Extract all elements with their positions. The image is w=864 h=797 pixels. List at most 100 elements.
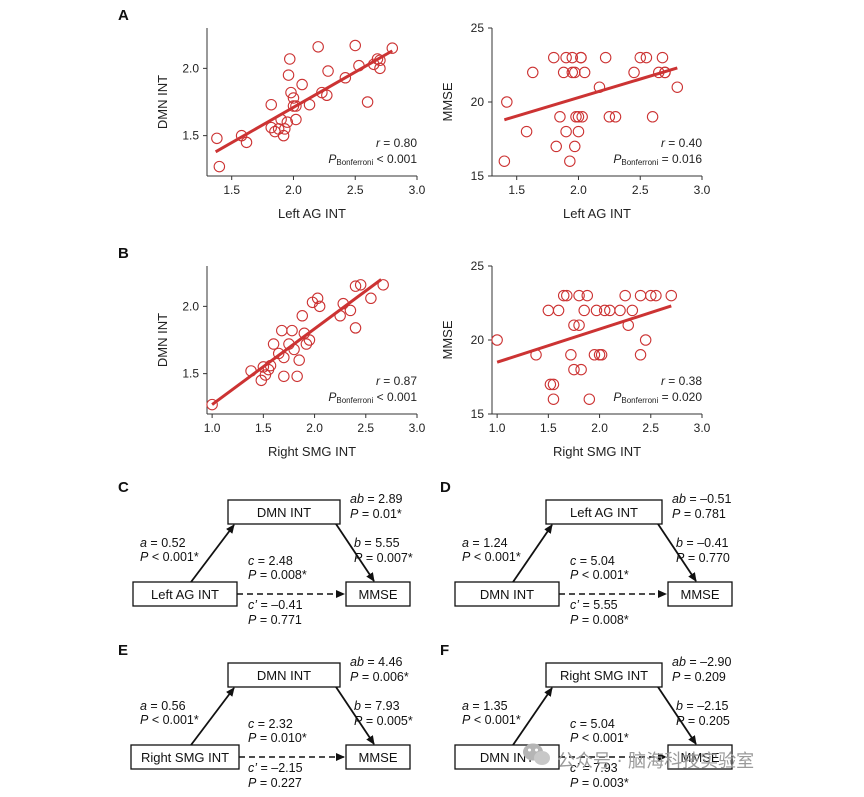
x-axis-title: Left AG INT (278, 206, 346, 221)
ab-coef: ab = 4.46 (350, 655, 403, 669)
data-point (554, 111, 566, 123)
a-coef-symbol: a (462, 536, 469, 550)
data-point (570, 111, 582, 123)
c-pvalue-symbol: P (248, 568, 257, 582)
stat-r-symbol: r (376, 374, 381, 388)
data-point (520, 125, 533, 138)
data-point (552, 304, 565, 317)
cprime-coef-value: = –2.15 (257, 761, 303, 775)
stat-p-symbol: P (328, 152, 336, 166)
stat-p-value: < 0.001 (373, 390, 417, 404)
x-tick-label: 2.5 (632, 183, 649, 197)
predictor-box (130, 744, 240, 770)
data-point (646, 111, 659, 123)
data-point (361, 96, 374, 108)
b-pvalue: P = 0.205 (676, 714, 730, 728)
data-point (501, 96, 513, 108)
data-point (285, 86, 297, 99)
data-point (284, 53, 296, 65)
data-point (573, 319, 585, 331)
c-pvalue: P = 0.008* (248, 568, 307, 582)
a-pvalue-symbol: P (462, 713, 471, 727)
data-point (598, 304, 611, 317)
data-point (287, 92, 300, 104)
data-point (281, 116, 294, 128)
data-point (588, 349, 601, 361)
data-point (547, 378, 560, 391)
stat-p-value: < 0.001 (373, 152, 417, 166)
data-point (277, 129, 290, 142)
b-coef-symbol: b (354, 536, 361, 550)
outcome-box-label: MMSE (681, 750, 720, 765)
path-a-arrow (512, 524, 553, 583)
cprime-pvalue-symbol: P (570, 613, 579, 627)
stat-p-value: = 0.016 (658, 152, 702, 166)
data-point (573, 289, 585, 302)
data-point (282, 69, 295, 81)
panel-letter-e: E (118, 642, 128, 659)
stat-p-label: PBonferroni < 0.001 (328, 390, 417, 405)
predictor-box-label: Right SMG INT (141, 750, 229, 765)
a-pvalue-value: < 0.001* (148, 713, 199, 727)
y-axis-title: MMSE (440, 320, 455, 359)
cprime-coef-symbol: c’ (570, 598, 579, 612)
x-tick-label: 2.0 (306, 421, 323, 435)
data-point (303, 334, 316, 346)
mediator-box (545, 499, 663, 525)
a-pvalue-symbol: P (140, 550, 149, 564)
ab-coef-symbol: ab (350, 492, 364, 506)
cprime-pvalue: P = 0.003* (570, 776, 629, 790)
predictor-box-label: DMN INT (480, 587, 534, 602)
data-point (581, 289, 594, 302)
data-point (365, 292, 377, 305)
stat-p-label: PBonferroni < 0.001 (328, 152, 417, 167)
ab-coef: ab = –0.51 (672, 492, 731, 506)
regression-line (496, 304, 672, 364)
b-coef-value: = –2.15 (683, 699, 729, 713)
ab-pvalue-value: = 0.781 (680, 507, 726, 521)
y-axis-title: MMSE (440, 82, 455, 121)
data-point (609, 111, 622, 123)
stat-p-value: = 0.020 (658, 390, 702, 404)
cprime-pvalue: P = 0.227 (248, 776, 302, 790)
data-point (626, 304, 639, 317)
x-tick-label: 1.0 (204, 421, 221, 435)
b-coef: b = 5.55 (354, 536, 400, 550)
panel-letter-a: A (118, 7, 129, 24)
data-point (279, 123, 291, 135)
cprime-coef-value: = 5.55 (579, 598, 618, 612)
data-point (313, 300, 326, 313)
mediator-box (227, 499, 341, 525)
ab-pvalue-symbol: P (672, 507, 681, 521)
c-pvalue-symbol: P (570, 568, 579, 582)
x-tick-label: 1.0 (489, 421, 506, 435)
c-pvalue: P = 0.010* (248, 731, 307, 745)
data-point (286, 324, 298, 337)
x-tick-label: 2.0 (591, 421, 608, 435)
a-coef-value: = 0.52 (147, 536, 186, 550)
y-tick-label: 1.5 (182, 367, 199, 381)
cprime-coef-value: = 7.93 (579, 761, 618, 775)
panel-letter-d: D (440, 479, 451, 496)
cprime-pvalue-value: = 0.771 (256, 613, 302, 627)
ab-coef-value: = –0.51 (686, 492, 732, 506)
cprime-pvalue-symbol: P (248, 613, 257, 627)
wechat-icon (523, 743, 550, 765)
panel-letter-f: F (440, 642, 449, 659)
data-point (542, 304, 555, 317)
data-point (560, 51, 572, 64)
outcome-box-label: MMSE (681, 587, 720, 602)
watermark-text: 公众号 · 脑海科技实验室 (557, 751, 754, 772)
outcome-box (345, 744, 411, 770)
cprime-coef: c’ = 7.93 (570, 761, 618, 775)
data-point (603, 111, 616, 123)
outcome-box (667, 744, 733, 770)
data-point (578, 304, 590, 317)
b-coef: b = –2.15 (676, 699, 729, 713)
ab-pvalue-value: = 0.209 (680, 670, 726, 684)
a-coef: a = 1.24 (462, 536, 508, 550)
mediator-box (227, 662, 341, 688)
